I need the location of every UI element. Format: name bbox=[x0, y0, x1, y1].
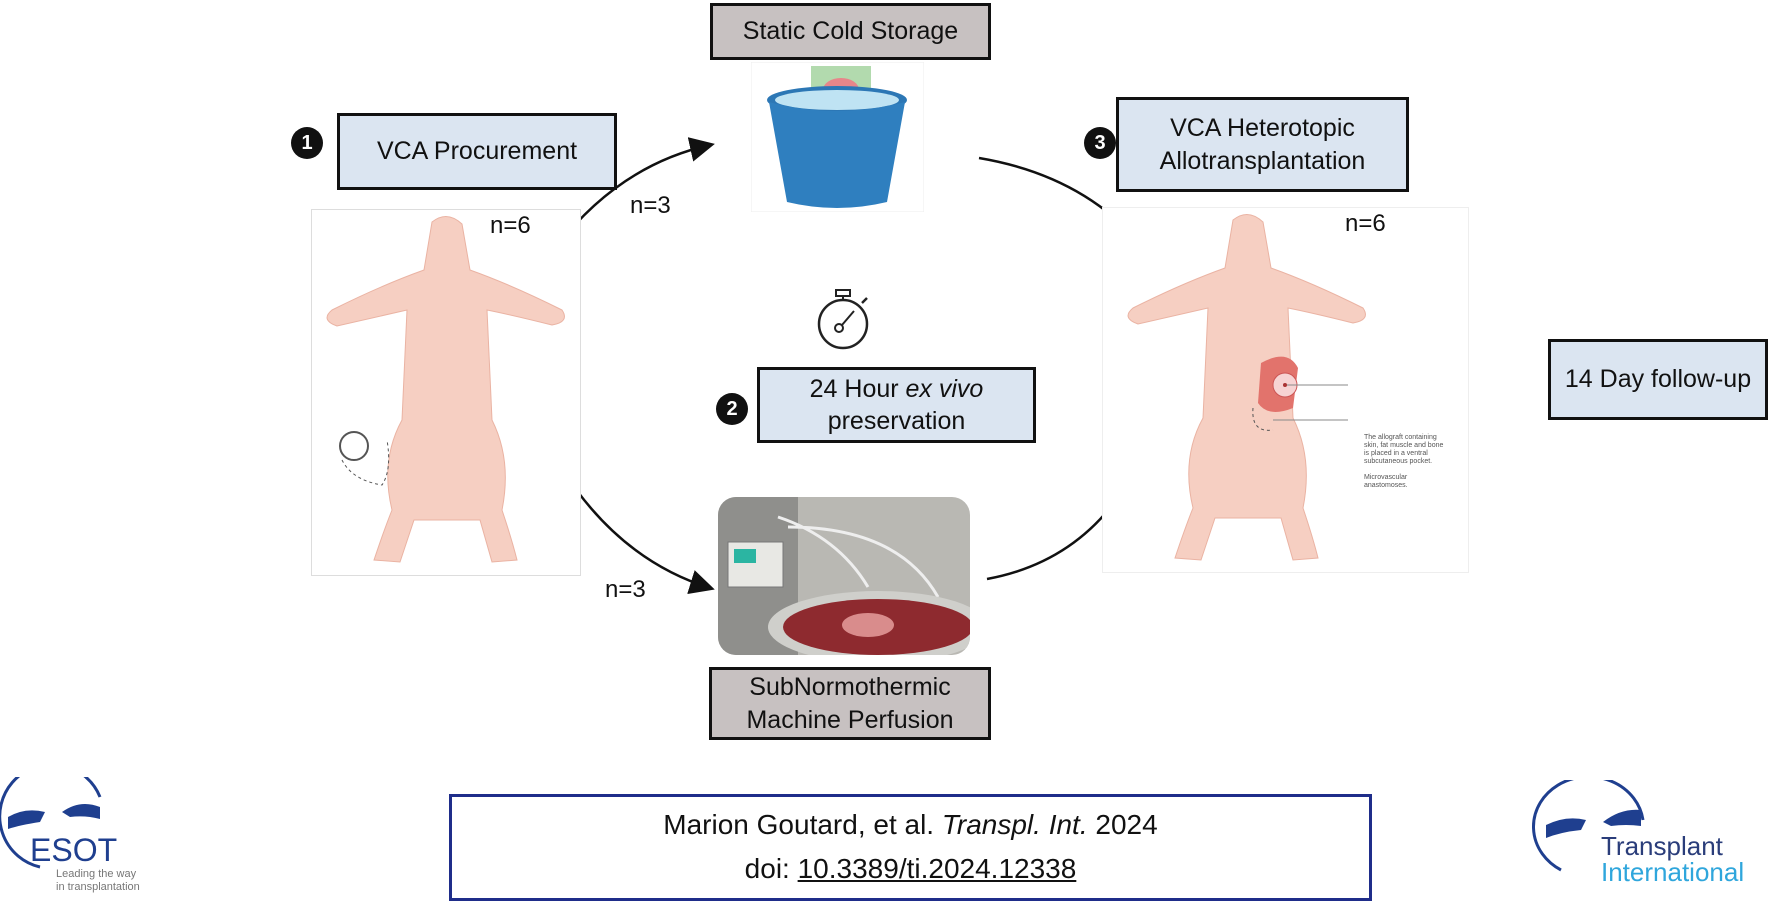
step-2-badge: 2 bbox=[716, 393, 748, 425]
svg-text:Transplant: Transplant bbox=[1601, 831, 1724, 861]
static-cold-storage-box: Static Cold Storage bbox=[710, 3, 991, 60]
step-2-number: 2 bbox=[726, 397, 738, 420]
citation-authors-line: Marion Goutard, et al. Transpl. Int. 202… bbox=[663, 809, 1158, 840]
svg-text:Leading the way: Leading the way bbox=[56, 868, 137, 880]
step-1-number: 1 bbox=[301, 131, 313, 154]
recipient-pig-illustration bbox=[1127, 214, 1366, 561]
recipient-count: n=6 bbox=[1345, 210, 1386, 237]
timer-icon bbox=[817, 289, 869, 350]
transplant-international-logo: Transplant International bbox=[1531, 775, 1772, 890]
citation-doi-line: doi: 10.3389/ti.2024.12338 bbox=[744, 853, 1077, 884]
esot-logo: ESOT Leading the way in transplantation bbox=[0, 762, 175, 897]
scs-count: n=3 bbox=[630, 192, 671, 219]
step-3-badge: 3 bbox=[1084, 127, 1116, 159]
donor-pig-panel bbox=[311, 209, 581, 576]
citation-box: Marion Goutard, et al. Transpl. Int. 202… bbox=[449, 794, 1372, 901]
step-3-number: 3 bbox=[1094, 131, 1106, 154]
snmp-count: n=3 bbox=[605, 576, 646, 603]
vca-procurement-box: VCA Procurement bbox=[337, 113, 617, 190]
arrow-to-snmp bbox=[560, 468, 715, 594]
anastomoses-annotation: Microvascular anastomoses. bbox=[1364, 474, 1408, 490]
svg-text:in transplantation: in transplantation bbox=[56, 881, 140, 893]
follow-up-box: 14 Day follow-up bbox=[1548, 339, 1768, 420]
recipient-pig-panel bbox=[1102, 207, 1469, 573]
doi-link[interactable]: 10.3389/ti.2024.12338 bbox=[797, 853, 1077, 884]
donor-count: n=6 bbox=[490, 212, 531, 239]
cold-storage-bucket-illustration bbox=[751, 62, 924, 212]
allograft-annotation: The allograft containing skin, fat muscl… bbox=[1364, 434, 1444, 466]
vca-procurement-label: VCA Procurement bbox=[376, 137, 578, 166]
svg-text:ESOT: ESOT bbox=[30, 832, 117, 868]
follow-up-label: 14 Day follow-up bbox=[1564, 365, 1752, 394]
step-1-badge: 1 bbox=[291, 127, 323, 159]
static-cold-storage-label: Static Cold Storage bbox=[742, 17, 959, 46]
donor-pig-illustration bbox=[326, 216, 565, 563]
machine-perfusion-photo bbox=[718, 497, 970, 655]
svg-text:International: International bbox=[1601, 857, 1744, 887]
